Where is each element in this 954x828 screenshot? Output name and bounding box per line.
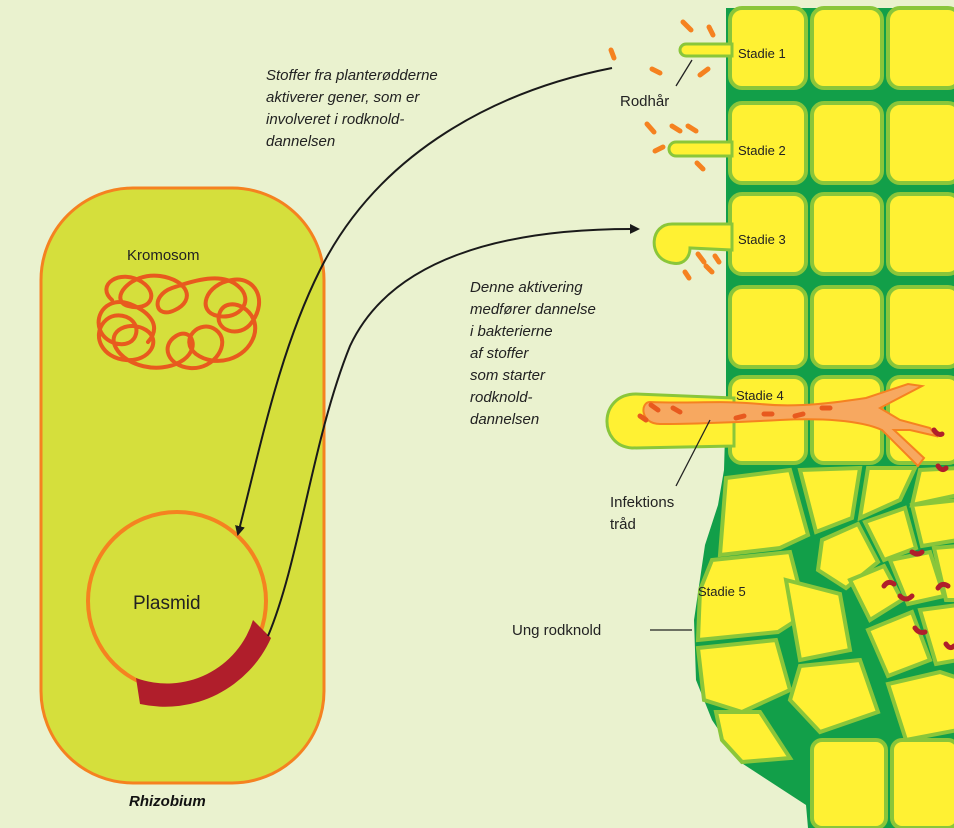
response-text-line-7: dannelsen [470,411,539,428]
response-text-line-3: i bakterierne [470,323,553,340]
root-hair-stage-3 [654,224,732,263]
rhizobium-bacterium: Kromosom Plasmid Rhizobium [41,188,324,810]
young-nodule-label: Ung rodknold [512,622,601,639]
infection-thread-label-line-1: Infektions [610,494,674,511]
root-hair-stage-1 [680,44,732,56]
infection-thread-label-line-2: tråd [610,516,636,533]
signal-text-line-3: involveret i rodknold- [266,111,404,128]
signal-text-line-4: dannelsen [266,133,335,150]
stage-5-label: Stadie 5 [698,584,746,599]
stage-1-label: Stadie 1 [738,46,786,61]
stage-2-label: Stadie 2 [738,143,786,158]
signal-text-line-2: aktiverer gener, som er [266,89,420,106]
response-annotation: Denne aktivering medfører dannelse i bak… [470,279,596,428]
root-hair-label: Rodhår [620,93,669,110]
root-hair-pointer [676,60,692,86]
stage-4-label: Stadie 4 [736,388,784,403]
stage-3-label: Stadie 3 [738,232,786,247]
response-text-line-5: som starter [470,367,546,384]
response-text-line-2: medfører dannelse [470,301,596,318]
response-text-line-1: Denne aktivering [470,279,583,296]
chromosome-label: Kromosom [127,247,200,264]
signal-text-line-1: Stoffer fra planterødderne [266,67,438,84]
plasmid-label: Plasmid [133,593,201,614]
nodule-cells [698,468,954,828]
response-text-line-6: rodknold- [470,389,533,406]
bacterium-name: Rhizobium [129,793,206,810]
root-hair-stage-2 [669,142,732,156]
signal-annotation: Stoffer fra planterødderne aktiverer gen… [266,67,438,150]
plant-root: Stadie 1 Stadie 2 Stadie 3 Stadie 4 Stad… [512,8,954,828]
response-text-line-4: af stoffer [470,345,529,362]
